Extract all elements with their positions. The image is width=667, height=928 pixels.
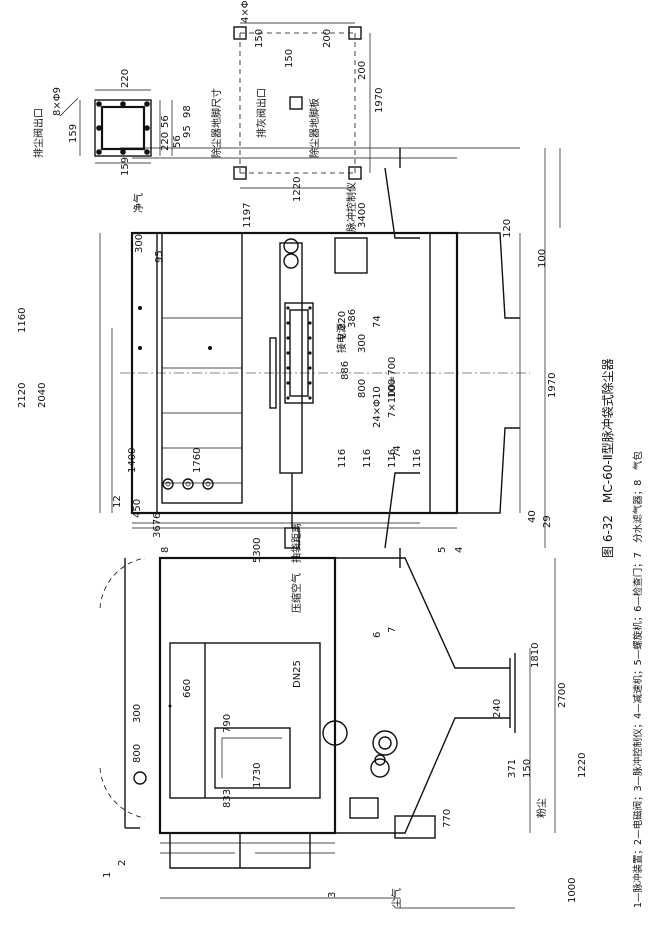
label-compressed-air: 压缩空气 [290,573,303,613]
dim-5300: 5300 [252,538,263,563]
dim-300-front: 300 [134,234,145,253]
bag-compartment [169,642,321,799]
dim-1000: 1000 [567,878,578,903]
figure-legend: 1—脉冲装置；2—电磁阀；3—脉冲控制仪；4—减速机；5—螺旋机；6—检查门；7… [632,451,644,908]
pulse-control-box [334,237,368,274]
callout-7: 7 [387,627,398,633]
dim-200-a: 200 [322,29,333,48]
dim-116-d: 116 [412,449,423,468]
callout-1: 1 [102,872,113,878]
dim-29: 29 [542,515,553,528]
dim-300-door: 300 [357,334,368,353]
dim-660: 660 [182,679,193,698]
dim-56-b: 56 [172,135,183,148]
dim-1970-top: 1970 [374,88,385,113]
dim-800-door: 800 [357,379,368,398]
top-view: 220 56 56 8×Φ9 159 95 98 220 159 排尘阀出口 [32,0,385,202]
dim-386: 386 [347,309,358,328]
dim-2040: 2040 [37,383,48,408]
dim-95: 95 [182,125,193,138]
label-foot-size: 除尘器地脚尺寸 [210,88,223,158]
dim-100-front: 100 [537,249,548,268]
foot-plan [233,22,371,189]
dim-150-a: 150 [254,29,265,48]
dim-95-front: 95 [154,250,165,263]
dim-pitch: 7×100=700 [387,357,398,418]
dim-833: 833 [222,789,233,808]
label-voltage: V 220 [337,311,348,340]
callout-5: 5 [437,547,448,553]
callout-2: 2 [117,860,128,866]
dim-116-c: 116 [387,449,398,468]
dim-300-side: 300 [132,704,143,723]
label-outlet: 排尘阀出口 [32,108,45,158]
dim-12: 12 [112,495,123,508]
dim-1160: 1160 [17,308,28,333]
label-foot-plate: 除尘器地脚板 [308,98,321,158]
dim-3676: 3676 [152,513,163,538]
label-pulse-controller: 脉冲控制仪 [345,182,358,232]
dim-24-holes: 24×Φ10 [372,386,383,428]
dim-56-a: 56 [160,115,171,128]
label-dn25: DN25 [292,660,303,688]
dim-116-a: 116 [337,449,348,468]
dim-886: 886 [340,361,351,380]
dim-240: 240 [492,699,503,718]
dim-150-b: 150 [284,49,295,68]
dim-8-holes: 8×Φ9 [52,87,63,116]
dim-116-b: 116 [362,449,373,468]
callout-3: 3 [327,892,338,898]
dim-1220-side: 1220 [577,753,588,778]
label-dust-gas: 尘气 [390,888,403,908]
dim-74-b: 74 [392,445,403,458]
dim-120: 120 [502,219,513,238]
screw-conveyor [279,242,303,474]
label-ash-outlet: 排灰阀出口 [255,88,268,138]
dim-150-side: 150 [522,759,533,778]
dim-1197: 1197 [242,203,253,228]
dim-98: 98 [182,105,193,118]
dim-371: 371 [507,759,518,778]
dim-220-v: 220 [120,69,131,88]
label-clean-gas: 净气 [132,193,145,213]
callout-8: 8 [160,547,171,553]
dim-3400: 3400 [357,203,368,228]
dim-220-top: 220 [160,132,171,151]
dim-1220-top: 1220 [292,177,303,202]
dim-1400: 1400 [127,448,138,473]
dim-1810: 1810 [530,643,541,668]
dim-790: 790 [222,714,233,733]
dim-1760: 1760 [192,448,203,473]
dim-1730: 1730 [252,763,263,788]
side-view [99,556,556,909]
figure-caption: 图 6-32 MC-60-Ⅱ型脉冲袋式除尘器 [600,358,615,558]
dim-159-v: 159 [120,157,131,176]
dim-5300-label: 抽袋距离 [290,523,303,563]
callout-4: 4 [454,547,465,553]
dim-74-a: 74 [372,315,383,328]
callout-6: 6 [372,632,383,638]
outlet-flange [59,89,173,164]
dim-100-door: 100 [387,379,398,398]
side-casing [158,556,337,835]
dim-450: 450 [132,499,143,518]
inspection-door [214,727,291,789]
dim-200-b: 200 [357,61,368,80]
dim-800-side: 800 [132,744,143,763]
dim-2120: 2120 [17,383,28,408]
dim-40: 40 [527,510,538,523]
label-dust: 粉尘 [535,798,548,818]
dim-159-h: 159 [68,124,79,143]
dim-4-holes: 4×Φ18 [240,0,251,23]
label-power: 接电源 [335,323,348,353]
dim-1970-front: 1970 [547,373,558,398]
dim-2700: 2700 [557,683,568,708]
front-view [99,147,561,568]
dim-770: 770 [442,809,453,828]
